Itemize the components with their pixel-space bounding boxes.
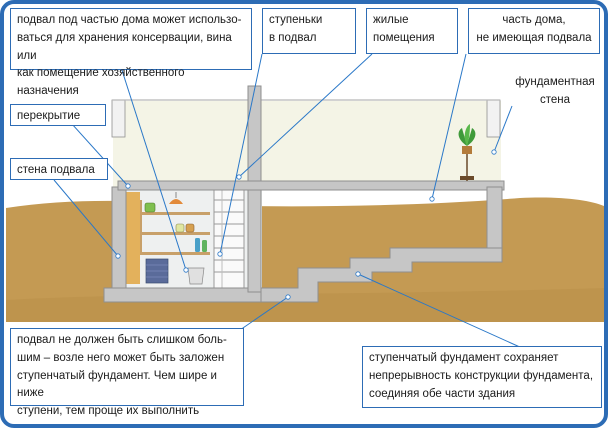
label-living-rooms: жилые помещения xyxy=(366,8,458,54)
label-stepped-foundation-note: ступенчатый фундамент сохраняет непрерыв… xyxy=(362,346,602,408)
label-basement-size-note: подвал не должен быть слишком боль- шим … xyxy=(10,328,244,417)
shelving xyxy=(140,200,210,255)
basement-left-wall-wood xyxy=(126,192,140,284)
leader-foundation-wall xyxy=(493,105,513,153)
leader-size-note xyxy=(239,296,289,331)
leader-basement-storage xyxy=(119,63,187,271)
leader-basement-wall xyxy=(53,179,119,257)
lamp-icon xyxy=(169,192,183,204)
label-floor-slab: перекрытие xyxy=(10,104,106,126)
leader-dots xyxy=(115,149,497,300)
leader-lines xyxy=(53,53,523,349)
basement-footing xyxy=(103,287,273,303)
concrete-structure xyxy=(103,85,505,303)
parapet-left xyxy=(111,99,126,138)
floor-slab xyxy=(117,180,505,191)
stepped-foundation xyxy=(260,247,503,303)
parapet-right xyxy=(486,99,501,138)
foundation-wall-right xyxy=(486,186,503,252)
leader-stepped xyxy=(357,273,523,349)
bucket-icon xyxy=(187,267,205,285)
label-basement-storage: подвал под частью дома может использо- в… xyxy=(10,8,252,97)
label-no-basement-part: часть дома, не имеющая подвала xyxy=(468,8,600,54)
bottle-icon xyxy=(195,238,207,252)
label-basement-stairs: ступеньки в подвал xyxy=(262,8,356,54)
leader-stairs xyxy=(219,53,263,255)
leader-no-basement xyxy=(431,53,467,200)
leader-living xyxy=(238,53,373,178)
label-basement-wall: стена подвала xyxy=(10,158,108,180)
basket-icon xyxy=(145,258,169,284)
living-area xyxy=(113,101,501,187)
label-foundation-wall: фундаментная стена xyxy=(515,76,595,106)
leader-slab xyxy=(71,123,129,187)
basement-stairs xyxy=(213,189,245,289)
plant-icon xyxy=(458,124,476,181)
basement-wall-left xyxy=(111,186,127,289)
jar-icon xyxy=(144,202,195,233)
